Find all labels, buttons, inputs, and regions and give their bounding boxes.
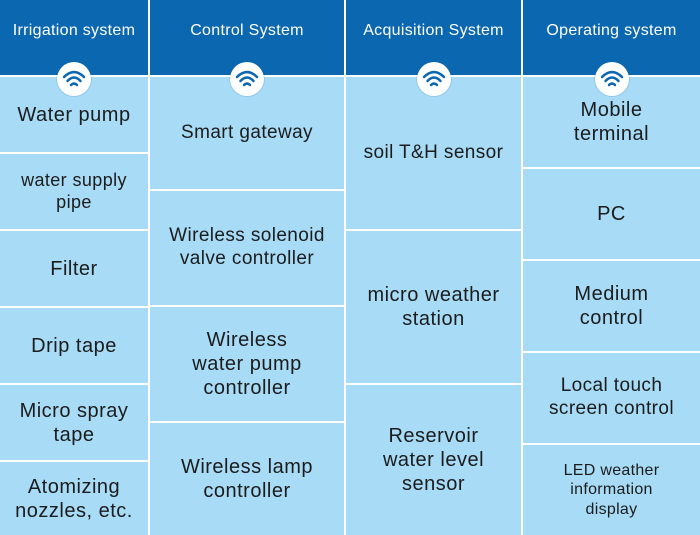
column-acquisition-system: Acquisition System soil T&H sensor micro… bbox=[346, 0, 521, 535]
column-title: Acquisition System bbox=[363, 22, 504, 39]
column-title: Control System bbox=[190, 22, 304, 39]
component-cell: micro weather station bbox=[346, 231, 521, 383]
component-cell: Medium control bbox=[523, 261, 700, 351]
component-cell: water supply pipe bbox=[0, 154, 148, 229]
component-cell: soil T&H sensor bbox=[346, 77, 521, 229]
column-irrigation-system: Irrigation system Water pump water suppl… bbox=[0, 0, 148, 535]
component-cell: Wireless solenoid valve controller bbox=[150, 191, 344, 305]
wifi-icon bbox=[416, 62, 451, 96]
column-title: Irrigation system bbox=[12, 22, 136, 39]
wifi-icon bbox=[230, 62, 264, 96]
component-cell: Filter bbox=[0, 231, 148, 306]
component-cell: Atomizing nozzles, etc. bbox=[0, 462, 148, 535]
component-cell: Reservoir water level sensor bbox=[346, 385, 521, 535]
wifi-icon bbox=[57, 62, 91, 96]
component-cell: Local touch screen control bbox=[523, 353, 700, 443]
column-control-system: Control System Smart gateway Wireless so… bbox=[150, 0, 344, 535]
wifi-icon bbox=[594, 62, 629, 96]
component-cell: PC bbox=[523, 169, 700, 259]
component-cell: Wireless lamp controller bbox=[150, 423, 344, 535]
column-title: Operating system bbox=[546, 22, 677, 39]
column-operating-system: Operating system Mobile terminal PC Medi… bbox=[523, 0, 700, 535]
component-cell: Drip tape bbox=[0, 308, 148, 383]
component-cell: LED weather information display bbox=[523, 445, 700, 535]
component-cell: Micro spray tape bbox=[0, 385, 148, 460]
component-cell: Wireless water pump controller bbox=[150, 307, 344, 421]
